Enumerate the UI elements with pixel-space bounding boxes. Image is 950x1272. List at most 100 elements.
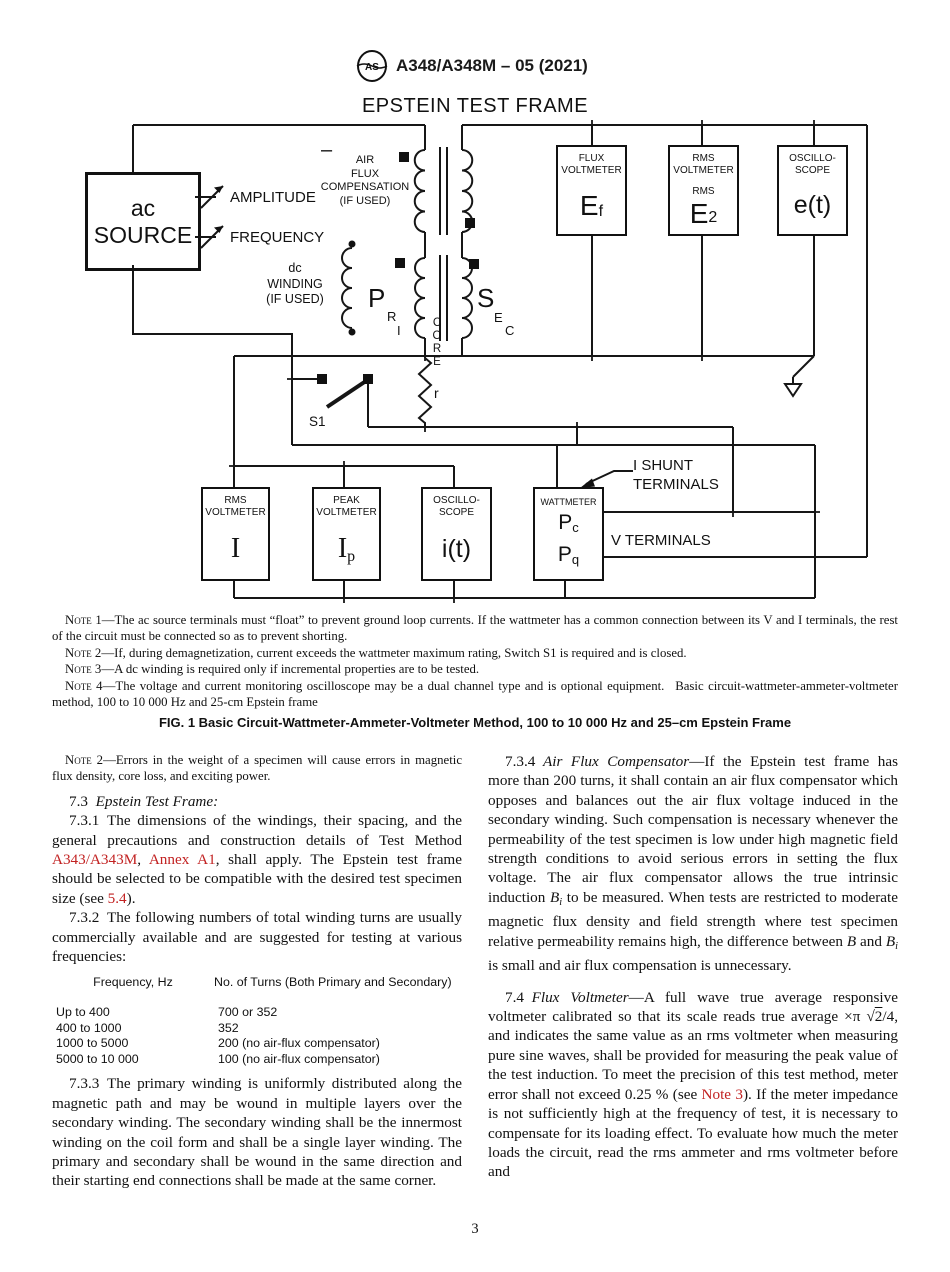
cell-turns: 200 (no air-flux compensator) bbox=[218, 1036, 380, 1051]
text-segment: is small and air flux compensation is un… bbox=[488, 957, 792, 975]
wire-secondary bbox=[233, 124, 868, 557]
text-segment: , shall apply. The Epstein test frame sh… bbox=[52, 851, 462, 907]
note-label: Note 3 bbox=[65, 662, 102, 677]
text-segment: ). bbox=[126, 889, 136, 907]
figure-caption: FIG. 1 Basic Circuit-Wattmeter-Ammeter-V… bbox=[158, 715, 792, 731]
wattmeter-symbol-pc: Pc bbox=[558, 510, 579, 540]
meter-caption: RMS bbox=[224, 495, 247, 506]
winding-turns-table: Frequency, Hz No. of Turns (Both Primary… bbox=[52, 975, 462, 1067]
table-header-turns: No. of Turns (Both Primary and Secondary… bbox=[214, 975, 452, 990]
meter-symbol-it: i(t) bbox=[441, 534, 472, 563]
air-flux-compensation-label: AIR FLUX COMPENSATION (IF USED) bbox=[312, 154, 418, 208]
meter-caption: VOLTMETER bbox=[205, 507, 266, 518]
secondary-symbol: S bbox=[477, 283, 495, 313]
reference-link[interactable]: A343/A343M bbox=[52, 851, 138, 869]
cell-frequency: Up to 400 bbox=[56, 1005, 110, 1020]
amplitude-label: AMPLITUDE bbox=[230, 189, 316, 206]
symbol-main: E bbox=[579, 189, 599, 221]
symbol-sub: 2 bbox=[708, 209, 718, 226]
text-segment: , bbox=[137, 851, 149, 869]
note-label: Note 1 bbox=[65, 613, 102, 627]
figure-note-2: Note 2—If, during demagnetization, curre… bbox=[52, 645, 898, 661]
meter-symbol-et: e(t) bbox=[793, 191, 832, 219]
text-segment: i bbox=[895, 940, 898, 952]
meter-caption: VOLTMETER bbox=[673, 165, 734, 176]
table-header-row: Frequency, Hz No. of Turns (Both Primary… bbox=[52, 975, 462, 991]
secondary-sub-e: E bbox=[494, 310, 503, 325]
winding-dc bbox=[341, 247, 353, 329]
text-segment: ). If the meter impedance is not suffici… bbox=[488, 1085, 898, 1181]
winding-primary-main bbox=[414, 257, 426, 339]
resistor-r bbox=[417, 357, 433, 424]
table-row: 1000 to 5000 200 (no air-flux compensato… bbox=[52, 1036, 462, 1052]
dc-winding-dot bbox=[348, 328, 356, 336]
winding-secondary-afc bbox=[461, 149, 474, 233]
figure-note-1: Note 1—The ac source terminals must “flo… bbox=[52, 612, 898, 645]
wattmeter-box: WATTMETER Pc Pq bbox=[533, 487, 604, 581]
cell-frequency: 400 to 1000 bbox=[56, 1020, 122, 1035]
ac-source-line1: ac bbox=[130, 194, 156, 221]
text-segment: i bbox=[559, 896, 563, 908]
figure-note-3: Note 3—A dc winding is required only if … bbox=[52, 661, 898, 677]
text-segment: Air Flux Compensator bbox=[542, 753, 690, 770]
text-segment: Note 2 bbox=[65, 753, 104, 767]
switch-s1-blade bbox=[325, 379, 368, 409]
meter-caption: FLUX bbox=[578, 153, 605, 164]
oscilloscope-e-box: OSCILLO-SCOPE e(t) bbox=[777, 145, 848, 236]
text-segment: /4, and indicates the same value as an r… bbox=[488, 1008, 898, 1103]
text-segment: Epstein Test Frame: bbox=[95, 792, 219, 810]
left-column: Note 2—Errors in the weight of a specime… bbox=[52, 752, 462, 1191]
note-text: —The voltage and current monitoring osci… bbox=[52, 678, 898, 710]
core-bars bbox=[439, 147, 448, 341]
core-label: CORE bbox=[431, 317, 443, 369]
meter-caption-rms: RMS bbox=[692, 186, 715, 197]
para-7-3-2: 7.3.2 The following numbers of total win… bbox=[52, 908, 462, 966]
note-text: —If, during demagnetization, current exc… bbox=[101, 645, 687, 660]
svg-text:AS: AS bbox=[365, 62, 379, 73]
symbol-sub: p bbox=[347, 548, 356, 565]
oscilloscope-i-box: OSCILLO-SCOPE i(t) bbox=[421, 487, 492, 581]
reference-link[interactable]: Note 3 bbox=[701, 1085, 743, 1103]
figure-1-diagram: EPSTEIN TEST FRAME bbox=[0, 95, 950, 615]
reference-link[interactable]: 5.4 bbox=[107, 889, 127, 907]
standard-designation: A348/A348M – 05 (2021) bbox=[396, 56, 588, 75]
text-segment: 7.3 bbox=[69, 792, 96, 810]
junction-marks bbox=[229, 120, 820, 603]
afc-line3: COMPENSATION bbox=[320, 181, 410, 193]
para-7-3-3: 7.3.3 The primary winding is uniformly d… bbox=[52, 1074, 462, 1190]
meter-caption: OSCILLO- bbox=[433, 495, 480, 506]
meter-caption: WATTMETER bbox=[540, 497, 597, 507]
vterminals-label: V TERMINALS bbox=[611, 532, 711, 549]
right-column: 7.3.4 Air Flux Compensator—If the Epstei… bbox=[488, 752, 898, 1182]
frequency-label: FREQUENCY bbox=[230, 229, 325, 246]
cell-turns: 352 bbox=[218, 1020, 239, 1035]
symbol-sub: q bbox=[571, 552, 580, 567]
ac-source-box: ac SOURCE bbox=[85, 172, 201, 271]
meter-caption: VOLTMETER bbox=[316, 507, 377, 518]
table-header-frequency: Frequency, Hz bbox=[93, 975, 173, 990]
para-7-3-1: 7.3.1 The dimensions of the windings, th… bbox=[52, 811, 462, 908]
cell-frequency: 1000 to 5000 bbox=[56, 1036, 129, 1051]
note-text: —A dc winding is required only if increm… bbox=[101, 662, 480, 677]
figure-notes: Note 1—The ac source terminals must “flo… bbox=[52, 612, 898, 730]
note-text: —The ac source terminals must “float” to… bbox=[52, 613, 898, 644]
cell-turns: 100 (no air-flux compensator) bbox=[218, 1051, 380, 1066]
text-segment: 7.3.3 The primary winding is uniformly d… bbox=[52, 1075, 462, 1190]
text-segment: B bbox=[885, 932, 896, 950]
ishunt-label-line2: TERMINALS bbox=[633, 476, 719, 493]
symbol-main: E bbox=[689, 198, 709, 229]
ishunt-label-line1: I SHUNT bbox=[633, 457, 693, 474]
reference-link[interactable]: Annex A1 bbox=[148, 851, 216, 869]
text-segment: B bbox=[549, 888, 560, 906]
text-segment: 7.4 bbox=[505, 988, 532, 1006]
wattmeter-symbol-pq: Pq bbox=[558, 542, 579, 572]
meter-caption: VOLTMETER bbox=[561, 165, 622, 176]
astm-logo-icon: AS bbox=[356, 50, 388, 82]
dc-line2: WINDING bbox=[267, 276, 323, 291]
text-segment: —If the Epstein test frame has more than… bbox=[488, 753, 898, 906]
